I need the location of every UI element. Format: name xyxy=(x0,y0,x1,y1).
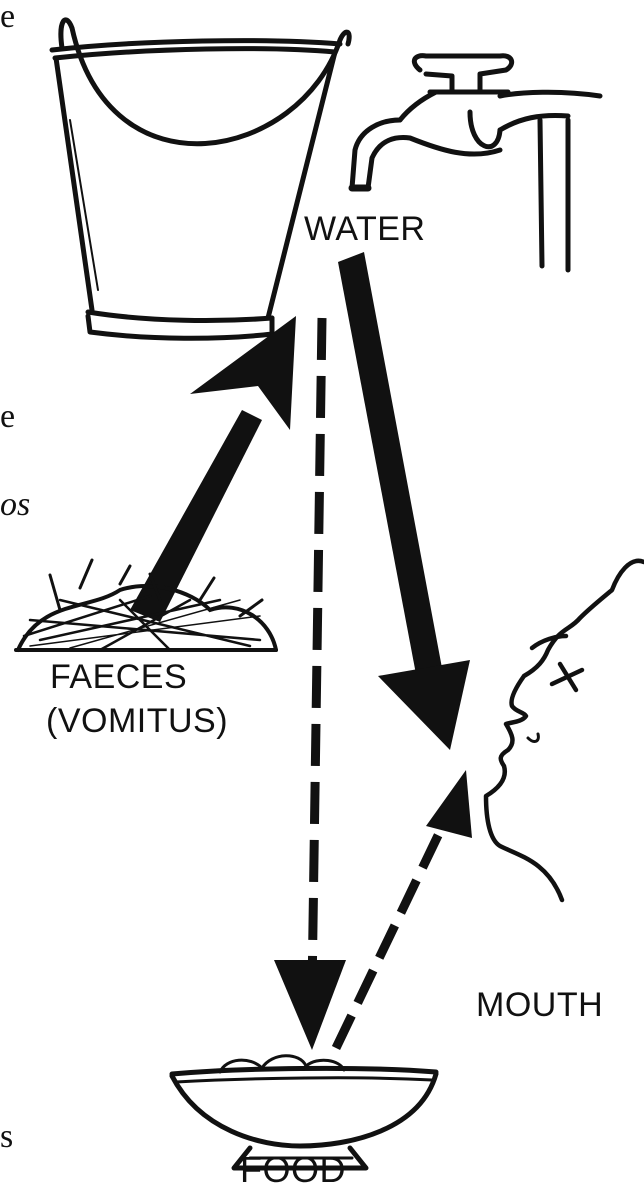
arrow-faeces-to-bucket xyxy=(130,316,296,622)
margin-fragment-bottom: s xyxy=(0,1120,13,1154)
water-label: WATER xyxy=(304,212,425,246)
food-label: FOOD xyxy=(240,1152,346,1188)
arrow-dashed-food-to-mouth xyxy=(336,770,472,1048)
margin-fragment-middle-2: os xyxy=(0,488,30,522)
margin-fragment-top: e xyxy=(0,0,15,34)
bucket-icon xyxy=(52,20,349,338)
mouth-label: MOUTH xyxy=(476,988,603,1022)
face-profile-icon xyxy=(486,561,644,900)
faeces-label: FAECES xyxy=(50,660,187,694)
arrow-water-to-mouth xyxy=(338,252,470,750)
margin-fragment-middle-1: e xyxy=(0,400,15,434)
vomitus-label: (VOMITUS) xyxy=(46,704,228,738)
arrow-dashed-bucket-to-food xyxy=(274,318,346,1050)
